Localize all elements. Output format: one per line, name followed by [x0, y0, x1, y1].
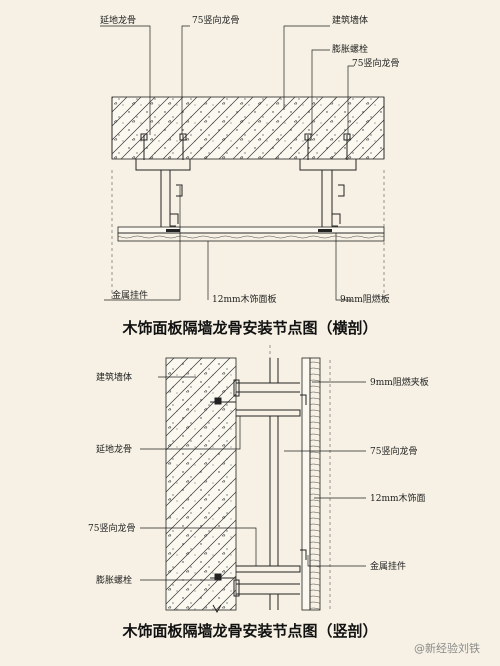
- wood-panel-layer: [117, 232, 385, 242]
- label-vertical-keel-left-bottom: 75竖向龙骨: [88, 522, 135, 534]
- horizontal-section-diagram: 延地龙骨 75竖向龙骨 建筑墙体 膨胀螺栓 75竖向龙骨 金属挂件 12mm木饰…: [100, 14, 399, 337]
- label-wood-veneer-bottom: 12mm木饰面: [370, 492, 426, 504]
- watermark-text: @新经验刘铁: [414, 641, 480, 655]
- label-metal-hanger-top: 金属挂件: [112, 289, 148, 301]
- label-expansion-bolt-top: 膨胀螺栓: [332, 43, 368, 55]
- vertical-section-diagram: 建筑墙体 延地龙骨 75竖向龙骨 膨胀螺栓 9mm阻燃夹板 75竖向龙骨 12m…: [88, 345, 429, 640]
- caption-vertical-section: 木饰面板隔墙龙骨安装节点图（竖剖）: [121, 622, 377, 640]
- label-vertical-keel-right-top: 75竖向龙骨: [352, 57, 399, 69]
- keel-assembly-right: [299, 133, 357, 228]
- label-building-wall-top: 建筑墙体: [332, 14, 368, 26]
- caption-horizontal-section: 木饰面板隔墙龙骨安装节点图（横剖）: [121, 319, 377, 337]
- label-ceiling-keel-top: 延地龙骨: [100, 14, 136, 26]
- wood-veneer-column: [309, 357, 321, 611]
- keel-assembly-left: [135, 133, 191, 228]
- label-wood-panel-top: 12mm木饰面板: [212, 293, 277, 305]
- leader-lines-top: [100, 25, 354, 301]
- label-building-wall-bottom: 建筑墙体: [96, 371, 132, 383]
- label-fireproof-sandwich-bottom: 9mm阻燃夹板: [370, 376, 429, 388]
- label-expansion-bolt-bottom: 膨胀螺栓: [96, 574, 132, 586]
- label-fireproof-board-top: 9mm阻燃板: [340, 293, 390, 305]
- label-metal-hanger-bottom: 金属挂件: [370, 560, 406, 572]
- keel-frame-vertical: [210, 358, 307, 610]
- leader-lines-bottom: [140, 376, 366, 581]
- label-vertical-keel-top: 75竖向龙骨: [192, 14, 239, 26]
- fireproof-board-layer: [117, 226, 385, 234]
- label-ceiling-keel-bottom: 延地龙骨: [96, 443, 132, 455]
- label-vertical-keel-right-bottom: 75竖向龙骨: [370, 445, 417, 457]
